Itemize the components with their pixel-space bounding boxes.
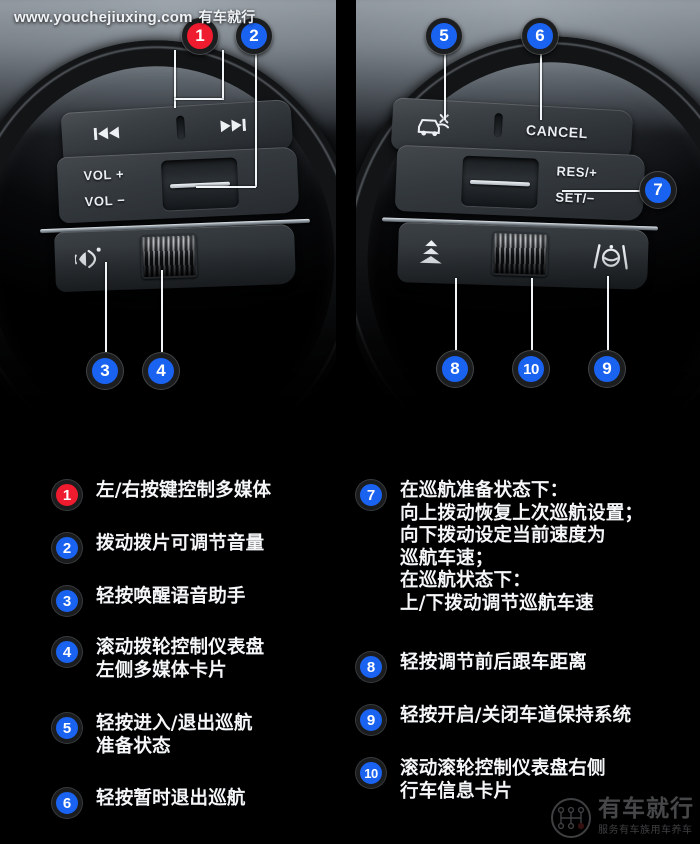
- photo-callout-3[interactable]: 3: [87, 353, 123, 389]
- legend-badge-7: 7: [356, 480, 386, 510]
- cancel-label[interactable]: CANCEL: [525, 121, 589, 142]
- photo-callout-10[interactable]: 10: [513, 351, 549, 387]
- res-set-panel: RES/+ SET/−: [394, 144, 646, 222]
- legend-badge-5: 5: [52, 713, 82, 743]
- legend-badge-3: 3: [52, 586, 82, 616]
- legend-badge-2: 2: [52, 533, 82, 563]
- media-track-panel[interactable]: [60, 99, 294, 165]
- legend-badge-10: 10: [356, 758, 386, 788]
- photo-callout-2[interactable]: 2: [236, 18, 272, 54]
- leader-line-2b: [196, 186, 256, 188]
- legend-badge-4: 4: [52, 637, 82, 667]
- legend-text-4: 滚动拨轮控制仪表盘 左侧多媒体卡片: [96, 637, 265, 681]
- legend-item-4: 4 滚动拨轮控制仪表盘 左侧多媒体卡片: [52, 637, 264, 682]
- leader-line-7: [562, 190, 640, 192]
- leader-line-4: [161, 270, 163, 352]
- legend-text-8: 轻按调节前后跟车距离: [400, 652, 588, 673]
- leader-line-6: [540, 50, 542, 120]
- res-plus-label: RES/+: [556, 163, 598, 181]
- panel-divider-notch-right: [493, 113, 503, 138]
- photo-callout-5[interactable]: 5: [426, 18, 462, 54]
- photo-callout-9[interactable]: 9: [589, 351, 625, 387]
- legend-text-3: 轻按唤醒语音助手: [96, 586, 246, 607]
- legend-text-6: 轻按暂时退出巡航: [96, 788, 246, 809]
- photo-callout-1[interactable]: 1: [182, 18, 218, 54]
- steering-wheel-photo-area: VOL + VOL −: [0, 0, 700, 455]
- legend-text-10: 滚动滚轮控制仪表盘右侧 行车信息卡片: [400, 758, 606, 802]
- leader-line-1b: [174, 98, 224, 100]
- legend-text-9: 轻按开启/关闭车道保持系统: [400, 705, 632, 726]
- watermark-title: 有车就行: [598, 796, 694, 822]
- photo-fade-left: [0, 245, 340, 455]
- legend-text-7: 在巡航准备状态下： 向上拨动恢复上次巡航设置； 向下拨动设定当前速度为 巡航车速…: [400, 480, 644, 614]
- right-steering-wheel-photo: CANCEL RES/+ SET/−: [352, 0, 700, 455]
- legend-item-5: 5 轻按进入/退出巡航 准备状态: [52, 713, 253, 758]
- legend-item-9: 9 轻按开启/关闭车道保持系统: [356, 705, 631, 735]
- legend-text-2: 拨动拨片可调节音量: [96, 533, 265, 554]
- legend-item-1: 1 左/右按键控制多媒体: [52, 480, 271, 510]
- legend-section: 1 左/右按键控制多媒体 2 拨动拨片可调节音量 3 轻按唤醒语音助手 4 滚动…: [0, 455, 700, 844]
- left-steering-wheel-photo: VOL + VOL −: [0, 0, 340, 455]
- photo-callout-6[interactable]: 6: [522, 18, 558, 54]
- watermark-text-block: 有车就行 服务有车族用车养车: [598, 798, 694, 838]
- legend-item-7: 7 在巡航准备状态下： 向上拨动恢复上次巡航设置； 向下拨动设定当前速度为 巡航…: [356, 480, 643, 615]
- res-set-rocker-switch[interactable]: [461, 155, 540, 209]
- gear-shift-pattern-icon: [551, 798, 591, 838]
- panel-divider-notch: [176, 115, 186, 140]
- photo-callout-8[interactable]: 8: [437, 351, 473, 387]
- legend-item-2: 2 拨动拨片可调节音量: [52, 533, 264, 563]
- leader-line-1c: [222, 50, 224, 98]
- legend-badge-9: 9: [356, 705, 386, 735]
- legend-badge-6: 6: [52, 788, 82, 818]
- volume-rocker-switch[interactable]: [160, 157, 240, 211]
- leader-line-5: [444, 50, 446, 120]
- photo-callout-4[interactable]: 4: [143, 353, 179, 389]
- next-track-icon[interactable]: [219, 117, 247, 135]
- volume-panel: VOL + VOL −: [56, 146, 300, 224]
- leader-line-3: [105, 262, 107, 352]
- leader-line-2a: [255, 50, 257, 187]
- brand-watermark: 有车就行 服务有车族用车养车: [551, 798, 694, 838]
- legend-text-1: 左/右按键控制多媒体: [96, 480, 272, 501]
- vol-down-label: VOL −: [84, 192, 126, 210]
- leader-line-8: [455, 278, 457, 350]
- site-url-watermark: www.youchejiuxing.com 有车就行: [14, 7, 255, 27]
- legend-item-8: 8 轻按调节前后跟车距离: [356, 652, 587, 682]
- site-name-cn: 有车就行: [198, 10, 256, 26]
- site-url-text: www.youchejiuxing.com: [14, 9, 193, 26]
- leader-line-10: [531, 278, 533, 350]
- legend-item-6: 6 轻按暂时退出巡航: [52, 788, 246, 818]
- legend-text-5: 轻按进入/退出巡航 准备状态: [96, 713, 253, 757]
- leader-line-9: [607, 276, 609, 350]
- photo-callout-7[interactable]: 7: [640, 172, 676, 208]
- watermark-subtitle: 服务有车族用车养车: [598, 825, 693, 836]
- prev-track-icon[interactable]: [93, 125, 120, 143]
- legend-badge-8: 8: [356, 652, 386, 682]
- photo-fade-right: [352, 245, 700, 455]
- legend-item-10: 10 滚动滚轮控制仪表盘右侧 行车信息卡片: [356, 758, 606, 803]
- leader-line-1a: [174, 50, 176, 108]
- legend-badge-1: 1: [52, 480, 82, 510]
- legend-item-3: 3 轻按唤醒语音助手: [52, 586, 246, 616]
- rocker-bar-right: [469, 179, 531, 187]
- photo-divider-gap: [336, 0, 356, 455]
- vol-up-label: VOL +: [83, 166, 125, 184]
